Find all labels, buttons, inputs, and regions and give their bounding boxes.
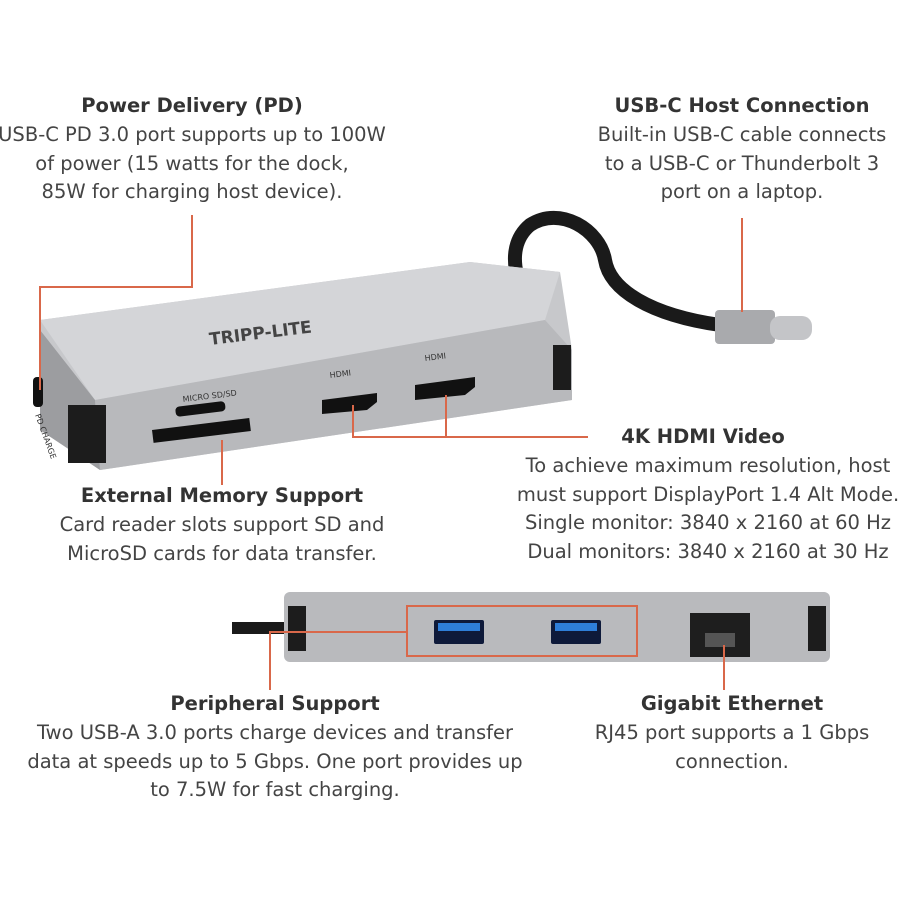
hdmi-port-1	[322, 393, 377, 414]
callout-line: MicroSD cards for data transfer.	[67, 541, 377, 565]
callout-power-delivery: Power Delivery (PD) USB-C PD 3.0 port su…	[0, 92, 386, 207]
hdmi-label-2: HDMI	[424, 351, 446, 363]
callout-line: Single monitor: 3840 x 2160 at 60 Hz	[525, 511, 891, 535]
callout-line: 85W for charging host device).	[41, 180, 343, 204]
callout-line: RJ45 port supports a 1 Gbps	[594, 720, 870, 744]
side-vent	[68, 405, 106, 463]
callout-lines	[39, 215, 743, 690]
callout-line: port on a laptop.	[660, 180, 824, 204]
callout-line: of power (15 watts for the dock,	[35, 151, 349, 175]
microsd-slot	[175, 401, 226, 417]
callout-peripheral: Peripheral Support Two USB-A 3.0 ports c…	[27, 690, 522, 805]
callout-line: Built-in USB-C cable connects	[597, 122, 887, 146]
sd-slot	[151, 418, 251, 443]
callout-line: To achieve maximum resolution, host	[525, 453, 891, 477]
callout-line: connection.	[675, 749, 789, 773]
callout-external-memory: External Memory Support Card reader slot…	[60, 482, 385, 568]
hdmi-label-1: HDMI	[329, 368, 351, 380]
callout-line: data at speeds up to 5 Gbps. One port pr…	[27, 749, 523, 773]
usb-c-pd-port	[33, 377, 43, 407]
callout-ethernet: Gigabit Ethernet RJ45 port supports a 1 …	[595, 690, 870, 776]
callout-title: 4K HDMI Video	[621, 425, 785, 448]
callout-line: Two USB-A 3.0 ports charge devices and t…	[36, 720, 514, 744]
callout-title: External Memory Support	[80, 484, 364, 507]
callout-line: Dual monitors: 3840 x 2160 at 30 Hz	[527, 540, 889, 564]
usb-c-plug	[770, 316, 812, 340]
callout-line: USB-C PD 3.0 port supports up to 100W	[0, 122, 386, 146]
callout-line: must support DisplayPort 1.4 Alt Mode.	[516, 482, 900, 506]
callout-line: to a USB-C or Thunderbolt 3	[604, 151, 880, 175]
usb-c-connector-housing	[715, 310, 775, 344]
callout-title: USB-C Host Connection	[614, 94, 870, 117]
callout-line: to 7.5W for fast charging.	[150, 778, 400, 802]
callout-title: Power Delivery (PD)	[81, 94, 303, 117]
hdmi-port-2	[415, 377, 475, 400]
callout-hdmi-video: 4K HDMI Video To achieve maximum resolut…	[517, 423, 899, 567]
callout-usb-c-host: USB-C Host Connection Built-in USB-C cab…	[598, 92, 887, 207]
callout-title: Peripheral Support	[170, 692, 380, 715]
callout-title: Gigabit Ethernet	[640, 692, 824, 715]
callout-line: Card reader slots support SD and	[59, 512, 385, 536]
